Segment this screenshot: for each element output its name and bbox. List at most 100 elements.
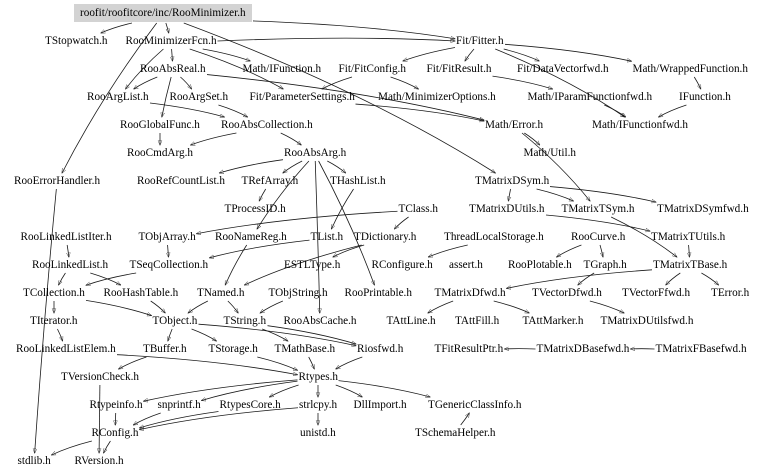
graph-node[interactable]: TVectorDfwd.h (532, 287, 602, 299)
graph-node[interactable]: TSchemaHelper.h (415, 427, 496, 439)
graph-node[interactable]: RConfigure.h (371, 259, 433, 271)
graph-node[interactable]: RooArgSet.h (169, 91, 229, 103)
graph-node[interactable]: TStorage.h (208, 343, 258, 355)
graph-node[interactable]: TVersionCheck.h (61, 371, 139, 383)
graph-node[interactable]: RooGlobalFunc.h (120, 119, 200, 131)
graph-node[interactable]: ESTLType.h (284, 259, 341, 271)
graph-node[interactable]: Math/IParamFunctionfwd.h (527, 91, 653, 103)
graph-node[interactable]: TIterator.h (30, 315, 78, 327)
root-node[interactable]: roofit/roofitcore/inc/RooMinimizer.h (74, 4, 252, 22)
edge-IFunction-to-MathIFunctionfwd (659, 104, 687, 117)
graph-node[interactable]: unistd.h (300, 427, 336, 439)
graph-node[interactable]: RooAbsReal.h (140, 63, 206, 75)
edge-root-to-RooErrorHandler (62, 22, 158, 173)
graph-node[interactable]: Fit/DataVectorfwd.h (517, 63, 609, 75)
graph-node[interactable]: THashList.h (330, 175, 386, 187)
graph-node[interactable]: RooArgList.h (87, 91, 149, 103)
graph-node[interactable]: RooCurve.h (571, 231, 626, 243)
edge-root-to-FitFitter (252, 20, 455, 39)
graph-node[interactable]: RooPrintable.h (344, 287, 412, 299)
graph-node[interactable]: TCollection.h (23, 287, 85, 299)
graph-node[interactable]: RooLinkedList.h (32, 259, 109, 271)
graph-node[interactable]: Riosfwd.h (357, 343, 404, 355)
graph-node[interactable]: RooRefCountList.h (137, 175, 225, 187)
graph-node[interactable]: TObjArray.h (138, 231, 196, 243)
edge-RooAbsArg-to-RooRefCountList (219, 159, 284, 173)
graph-node[interactable]: RooCmdArg.h (127, 147, 193, 159)
graph-node[interactable]: strlcpy.h (299, 399, 338, 411)
edge-TClass-to-TObjArray (197, 210, 398, 233)
graph-node[interactable]: TStopwatch.h (45, 35, 108, 47)
graph-node[interactable]: TMatrixDSym.h (475, 175, 550, 187)
graph-node[interactable]: TMatrixDSymfwd.h (657, 203, 749, 215)
edge-RooMinimizerFcn-to-RooArgList (126, 48, 164, 89)
graph-node[interactable]: TNamed.h (197, 287, 245, 299)
graph-node[interactable]: Math/Error.h (485, 119, 544, 131)
graph-node[interactable]: RooPlotable.h (508, 259, 572, 271)
graph-node[interactable]: RooLinkedListElem.h (16, 343, 116, 355)
edge-TString-to-TMathBase (262, 328, 288, 341)
graph-node[interactable]: Math/Util.h (523, 147, 577, 159)
graph-node[interactable]: Fit/FitResult.h (426, 63, 492, 75)
edge-TObjString-to-TString (260, 300, 284, 313)
graph-node[interactable]: TMatrixDBasefwd.h (536, 343, 630, 355)
graph-node[interactable]: TError.h (711, 287, 750, 299)
graph-node[interactable]: snprintf.h (157, 399, 201, 411)
graph-node[interactable]: Fit/Fitter.h (456, 35, 504, 47)
graph-node[interactable]: TGraph.h (583, 259, 627, 271)
graph-node[interactable]: IFunction.h (679, 91, 731, 103)
graph-node[interactable]: RooMinimizerFcn.h (125, 35, 217, 47)
graph-node[interactable]: Rtypeinfo.h (89, 399, 143, 411)
graph-node[interactable]: RooErrorHandler.h (14, 175, 101, 187)
graph-node[interactable]: Math/IFunctionfwd.h (592, 119, 689, 131)
graph-node[interactable]: TMatrixTUtils.h (651, 231, 726, 243)
graph-node[interactable]: Math/WrappedFunction.h (632, 63, 748, 75)
graph-node[interactable]: TProcessID.h (224, 203, 286, 215)
graph-node[interactable]: TObjString.h (268, 287, 328, 299)
edge-RooAbsReal-to-RooArgList (134, 76, 158, 89)
graph-node[interactable]: RooAbsArg.h (284, 147, 347, 159)
graph-node[interactable]: DllImport.h (353, 399, 407, 411)
graph-node[interactable]: TRefArray.h (241, 175, 299, 187)
graph-node[interactable]: TAttMarker.h (522, 315, 584, 327)
graph-node[interactable]: TMatrixDUtils.h (469, 203, 545, 215)
graph-node[interactable]: TBuffer.h (143, 343, 187, 355)
graph-node[interactable]: TMatrixTSym.h (561, 203, 635, 215)
graph-node[interactable]: TMatrixDUtilsfwd.h (600, 315, 694, 327)
graph-node[interactable]: RooHashTable.h (103, 287, 179, 299)
graph-node[interactable]: TAttLine.h (386, 315, 436, 327)
graph-node[interactable]: TMathBase.h (274, 343, 336, 355)
graph-node[interactable]: TGenericClassInfo.h (428, 399, 522, 411)
graph-node[interactable]: assert.h (449, 259, 483, 271)
graph-node[interactable]: RVersion.h (74, 455, 124, 467)
graph-node[interactable]: Fit/ParameterSettings.h (249, 91, 355, 103)
graph-node[interactable]: TVectorFfwd.h (622, 287, 691, 299)
graph-node[interactable]: TSeqCollection.h (129, 259, 209, 271)
graph-node[interactable]: ThreadLocalStorage.h (444, 231, 544, 243)
graph-node[interactable]: TMatrixTBase.h (653, 259, 728, 271)
graph-node[interactable]: RtypesCore.h (219, 399, 281, 411)
graph-node[interactable]: TObject.h (152, 315, 198, 327)
graph-node[interactable]: Math/MinimizerOptions.h (378, 91, 496, 103)
graph-node[interactable]: Rtypes.h (298, 371, 338, 383)
graph-node[interactable]: TAttFill.h (455, 315, 500, 327)
edge-Rtypes-to-RtypesCore (269, 384, 299, 397)
edge-TVectorDfwd-to-TMatrixDUtilsfwd (589, 300, 624, 313)
graph-node[interactable]: RooAbsCache.h (283, 315, 357, 327)
graph-node[interactable]: stdlib.h (17, 455, 51, 467)
graph-node[interactable]: RooNameReg.h (215, 231, 287, 243)
graph-node[interactable]: TDictionary.h (354, 231, 417, 243)
graph-node[interactable]: RooLinkedListIter.h (20, 231, 112, 243)
edge-RooNameReg-to-TNamed (225, 244, 248, 285)
graph-node[interactable]: Math/IFunction.h (242, 63, 322, 75)
graph-node[interactable]: TFitResultPtr.h (434, 343, 504, 355)
graph-node[interactable]: TMatrixDfwd.h (434, 287, 506, 299)
graph-node[interactable]: TClass.h (398, 203, 438, 215)
graph-node[interactable]: TString.h (223, 315, 267, 327)
graph-node[interactable]: TMatrixFBasefwd.h (655, 343, 747, 355)
graph-node[interactable]: Fit/FitConfig.h (338, 63, 406, 75)
graph-node[interactable]: RooAbsCollection.h (221, 119, 313, 131)
edge-RooArgList-to-RooAbsCollection (149, 102, 224, 117)
graph-node[interactable]: RConfig.h (91, 427, 139, 439)
graph-node[interactable]: TList.h (310, 231, 344, 243)
